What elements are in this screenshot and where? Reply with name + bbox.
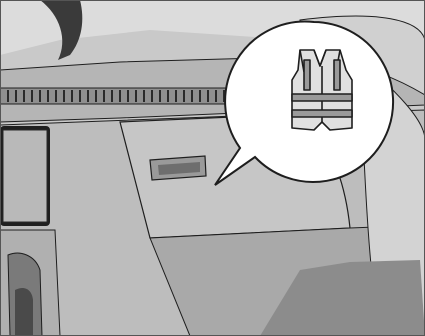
air-vent-strip xyxy=(0,88,250,104)
console-detail xyxy=(15,288,33,336)
glovebox-handle xyxy=(150,156,206,180)
center-display xyxy=(0,126,50,226)
safety-vest-icon xyxy=(292,50,352,130)
